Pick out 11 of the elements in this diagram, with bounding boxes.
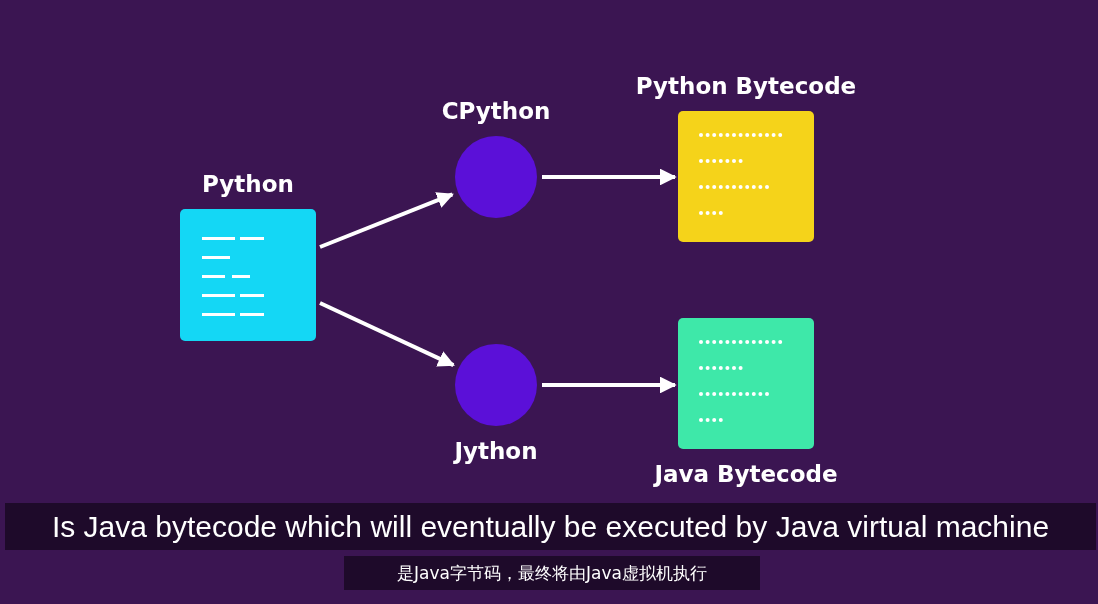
node-label: Python Bytecode — [635, 73, 857, 99]
arrow — [542, 376, 677, 394]
arrow — [542, 168, 677, 186]
node-label: Jython — [454, 438, 538, 464]
subtitle: Is Java bytecode which will eventually be executed by Java virtual machine — [5, 503, 1096, 550]
arrow — [319, 192, 454, 249]
subtitle: 是Java字节码，最终将由Java虚拟机执行 — [344, 556, 760, 590]
arrow — [319, 301, 455, 367]
node-label: Python — [202, 171, 294, 197]
node-label: CPython — [441, 98, 551, 124]
node-label: Java Bytecode — [654, 461, 838, 487]
